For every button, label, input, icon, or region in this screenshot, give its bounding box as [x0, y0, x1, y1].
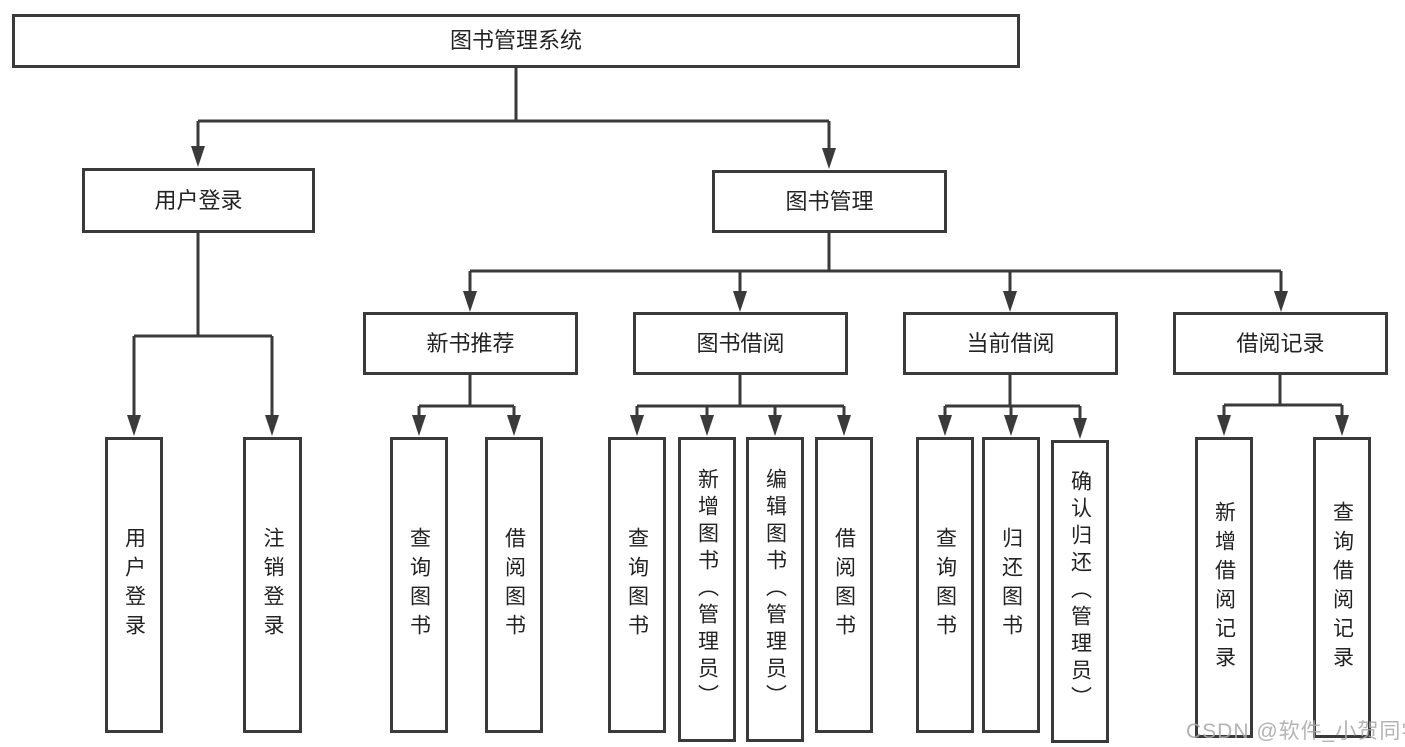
leaf-borrow-books-2: 借阅图书 [815, 437, 873, 733]
node-book-borrow: 图书借阅 [633, 312, 848, 375]
leaf-edit-books-admin: 编辑图书（管理员） [746, 437, 804, 742]
leaf-add-books-admin: 新增图书（管理员） [678, 437, 736, 742]
leaf-return-books: 归还图书 [982, 437, 1040, 733]
leaf-query-books-3: 查询图书 [916, 437, 974, 733]
leaf-add-borrow-record: 新增借阅记录 [1195, 437, 1253, 738]
leaf-query-books-2: 查询图书 [608, 437, 666, 733]
node-current-borrow: 当前借阅 [903, 312, 1118, 375]
leaf-confirm-return-admin: 确认归还（管理员） [1051, 440, 1109, 743]
leaf-borrow-books-1: 借阅图书 [485, 437, 543, 733]
csdn-watermark: CSDN @软件_小贺同学 [1186, 720, 1405, 743]
connector-paths [132, 68, 1344, 418]
leaf-logout: 注销登录 [243, 437, 302, 733]
node-root-system: 图书管理系统 [12, 14, 1020, 68]
leaf-user-login: 用户登录 [105, 437, 163, 733]
node-book-management: 图书管理 [712, 170, 947, 233]
node-new-book-recommend: 新书推荐 [363, 312, 578, 375]
leaf-query-books-1: 查询图书 [390, 437, 448, 733]
leaf-query-borrow-record: 查询借阅记录 [1313, 437, 1371, 738]
node-borrow-records: 借阅记录 [1173, 312, 1388, 375]
node-user-login: 用户登录 [82, 168, 315, 233]
